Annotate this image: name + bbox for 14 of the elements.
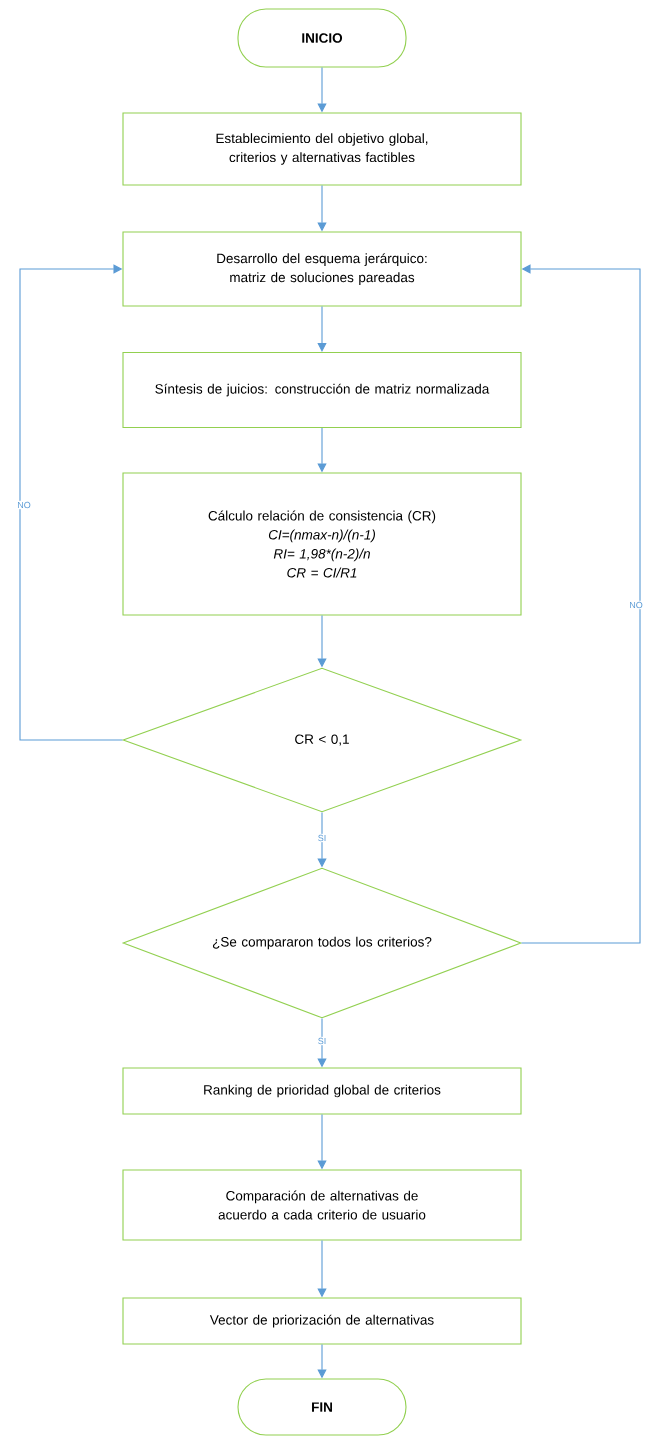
arrow xyxy=(521,264,641,944)
process-box: Vector de priorización de alternativas xyxy=(122,1297,522,1345)
process-box: Cálculo relación de consistencia (CR) CI=(nmax-n)/(n-1) RI= 1,98*(n-2)/n CR = CI/R1 xyxy=(122,472,522,616)
arrow xyxy=(317,306,327,352)
process-box: Desarrollo del esquema jerárquico: matriz de soluciones pareadas xyxy=(122,231,522,307)
edge-label: NO xyxy=(628,600,644,610)
edge-label: SI xyxy=(316,833,328,843)
edge-label: SI xyxy=(316,1036,328,1046)
process-box: Comparación de alternativas de acuerdo a cada criterio de usuario xyxy=(122,1169,522,1241)
process-box: Establecimiento del objetivo global, criterios y alternativas factibles xyxy=(122,112,522,186)
process-box: Síntesis de juicios: construcción de matriz normalizada xyxy=(122,351,522,429)
arrow xyxy=(19,264,123,741)
edge-label: NO xyxy=(16,500,32,510)
process-box: Ranking de prioridad global de criterios xyxy=(122,1067,522,1115)
